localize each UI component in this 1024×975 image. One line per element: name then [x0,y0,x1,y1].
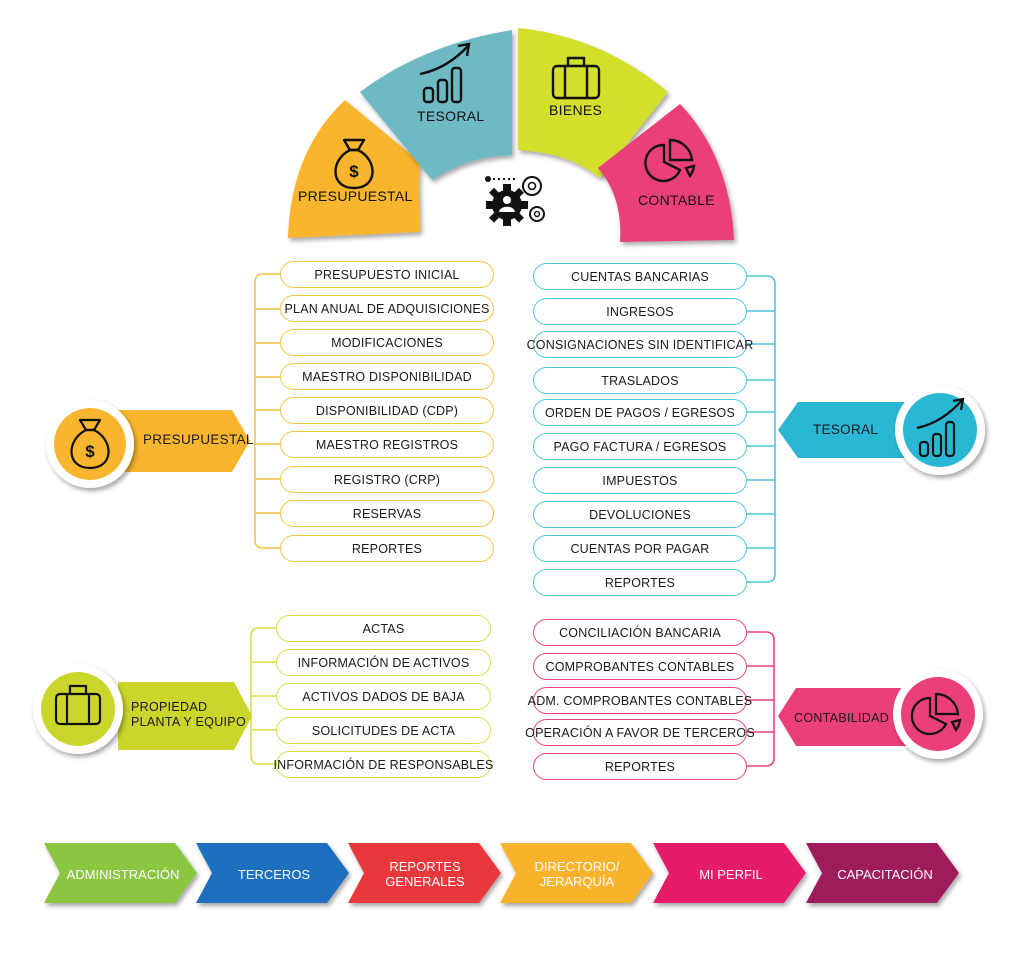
tesoral-item[interactable]: INGRESOS [533,298,747,325]
propiedad-item[interactable]: INFORMACIÓN DE RESPONSABLES [273,751,493,778]
propiedad-item[interactable]: SOLICITUDES DE ACTA [276,717,491,744]
presupuestal-connector [254,273,280,549]
fan-segment-contable[interactable] [598,104,734,242]
nav-directorio-jerarquia-button[interactable] [500,843,653,903]
nav-label-administracion: ADMINISTRACIÓN [66,866,180,882]
tesoral-item[interactable]: CUENTAS POR PAGAR [533,535,747,562]
tesoral-item[interactable]: CUENTAS BANCARIAS [533,263,747,290]
presupuestal-item[interactable]: PRESUPUESTO INICIAL [280,261,494,288]
pie-chart-icon [644,138,696,183]
fan-segment-tesoral[interactable] [360,30,512,180]
presupuestal-label: PRESUPUESTAL [143,432,254,447]
nav-mi-perfil-button[interactable] [653,843,806,903]
nav-terceros-button[interactable] [196,843,349,903]
propiedad-connector [250,627,276,765]
propiedad-item[interactable]: ACTAS [276,615,491,642]
nav-administracion-button[interactable] [44,843,197,903]
tesoral-item[interactable]: ORDEN DE PAGOS / EGRESOS [533,399,747,426]
tesoral-item[interactable]: CONSIGNACIONES SIN IDENTIFICAR [527,331,753,358]
presupuestal-item[interactable]: MAESTRO DISPONIBILIDAD [280,363,494,390]
contabilidad-badge[interactable] [778,669,983,759]
nav-label-capacitacion: CAPACITACIÓN [837,866,933,882]
presupuestal-item[interactable]: PLAN ANUAL DE ADQUISICIONES [280,295,494,322]
propiedad-item[interactable]: INFORMACIÓN DE ACTIVOS [276,649,491,676]
contabilidad-item[interactable]: ADM. COMPROBANTES CONTABLES [528,687,752,714]
contabilidad-label: CONTABILIDAD [794,711,890,725]
briefcase-icon [54,684,102,726]
fan-diagram: $ [288,28,734,242]
growth-chart-icon [419,42,471,104]
nav-reportes-generales-button[interactable] [348,843,501,903]
bottom-nav [44,843,959,903]
presupuestal-item[interactable]: REPORTES [280,535,494,562]
presupuestal-item[interactable]: MAESTRO REGISTROS [280,431,494,458]
contabilidad-item[interactable]: COMPROBANTES CONTABLES [533,653,747,680]
fan-label-bienes: BIENES [549,102,603,118]
propiedad-label-line2: PLANTA Y EQUIPO [131,715,246,729]
tesoral-badge[interactable] [778,385,985,475]
tesoral-item[interactable]: DEVOLUCIONES [533,501,747,528]
nav-capacitacion-button[interactable] [806,843,959,903]
fan-label-tesoral: TESORAL [417,108,485,124]
presupuestal-item[interactable]: MODIFICACIONES [280,329,494,356]
propiedad-label: PROPIEDAD PLANTA Y EQUIPO [131,700,246,730]
tesoral-item[interactable]: PAGO FACTURA / EGRESOS [533,433,747,460]
presupuestal-badge[interactable]: $ [46,400,250,488]
money-bag-icon: $ [334,138,374,190]
svg-text:$: $ [85,442,95,461]
pie-chart-icon [910,692,962,736]
nav-label-mi-perfil: MI PERFIL [699,866,763,882]
contabilidad-item[interactable]: OPERACIÓN A FAVOR DE TERCEROS [525,719,755,746]
gears-user-icon [485,176,545,226]
tesoral-item[interactable]: REPORTES [533,569,747,596]
tesoral-item[interactable]: IMPUESTOS [533,467,747,494]
propiedad-label-line1: PROPIEDAD [131,700,208,714]
presupuestal-item[interactable]: RESERVAS [280,500,494,527]
fan-segment-presupuestal[interactable] [288,100,420,238]
contabilidad-item[interactable]: CONCILIACIÓN BANCARIA [533,619,747,646]
presupuestal-item[interactable]: DISPONIBILIDAD (CDP) [280,397,494,424]
nav-label-directorio-jerarquia: DIRECTORIO/JERARQUÍA [534,859,620,889]
tesoral-connector [747,275,776,583]
tesoral-label: TESORAL [813,422,879,437]
fan-label-presupuestal: PRESUPUESTAL [298,188,413,204]
fan-label-contable: CONTABLE [638,192,715,208]
money-bag-icon: $ [70,418,110,470]
briefcase-icon [551,56,601,100]
contabilidad-connector [747,631,775,767]
presupuestal-item[interactable]: REGISTRO (CRP) [280,466,494,493]
propiedad-item[interactable]: ACTIVOS DADOS DE BAJA [276,683,491,710]
nav-label-terceros: TERCEROS [237,866,311,882]
contabilidad-item[interactable]: REPORTES [533,753,747,780]
tesoral-item[interactable]: TRASLADOS [533,367,747,394]
growth-chart-icon [916,397,965,458]
svg-text:$: $ [349,162,359,181]
propiedad-badge[interactable] [33,664,252,754]
